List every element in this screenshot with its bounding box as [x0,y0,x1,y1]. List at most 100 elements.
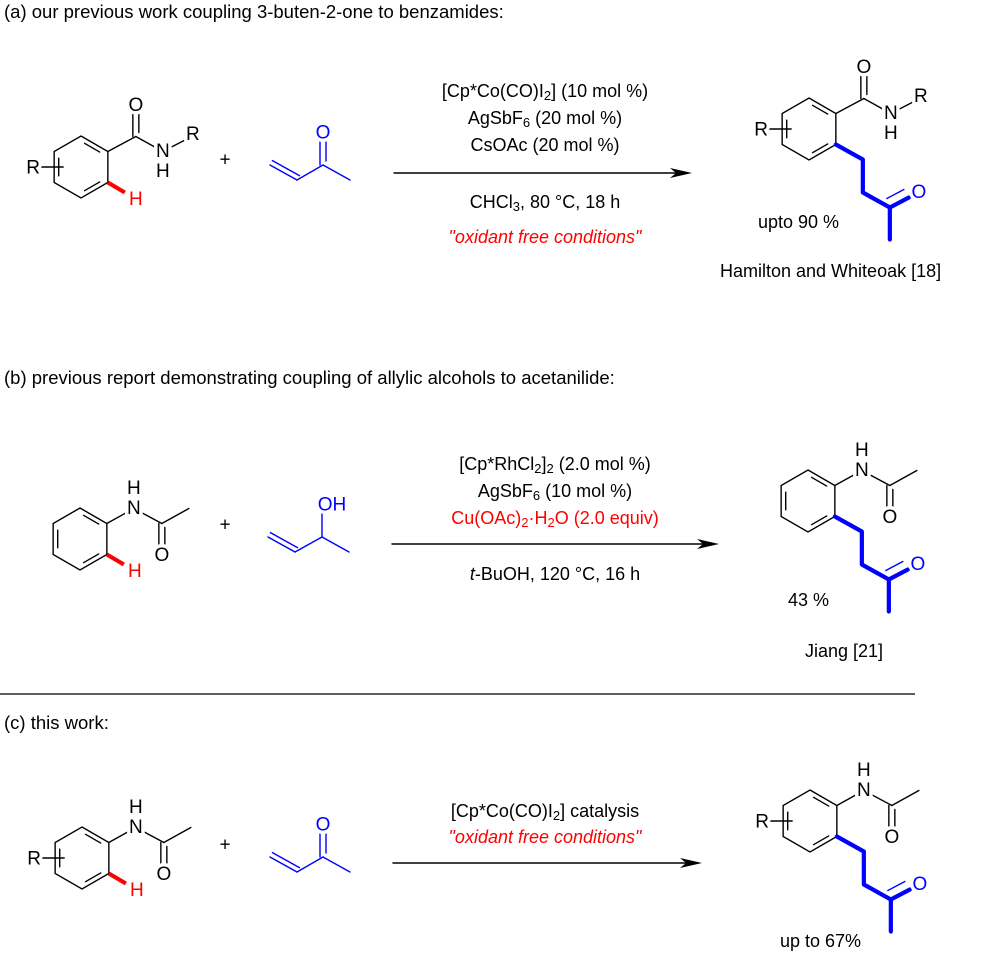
amide-hydrogen-label: H [857,760,871,781]
methyl-bond [322,856,351,873]
hydroxyl-label: OH [318,495,347,516]
butenone-reactant-a: O [269,119,351,181]
ketone-oxygen-label: O [911,182,926,203]
carbonyl-oxygen-label: O [154,545,169,566]
condition-above-c: [Cp*Co(CO)I2] catalysis [451,801,639,823]
vinyl-bond-second [271,159,301,177]
condition-text: (20 mol %) [530,108,622,128]
arrowhead-icon [697,539,719,549]
amide-nitrogen-label: N [857,780,871,801]
methyl-bond [889,469,918,487]
condition-above-c: "oxidant free conditions" [449,827,644,847]
amide-hydrogen-label: H [156,161,170,182]
bond [108,826,137,844]
ketone-oxygen-label: O [316,123,331,144]
condition-text: t [470,564,476,584]
condition-text: ] (10 mol %) [551,81,648,101]
methyl-bond [891,789,920,807]
arrowhead-icon [670,168,692,178]
condition-above-b: [Cp*RhCl2]2 (2.0 mol %) [459,454,651,476]
ketone-oxygen-label: O [910,554,925,575]
condition-text: [Cp*Co(CO)I [442,81,544,101]
ketone-oxygen-label: O [912,874,927,895]
condition-text: CsOAc (20 mol %) [470,135,619,155]
ring-double-bond [811,104,829,115]
ring-double-bond [811,143,829,154]
methyl-bond [161,507,190,525]
ch-bond-highlight [105,552,125,567]
benzene-ring [780,469,836,533]
condition-below-b: t-BuOH, 120 °C, 16 h [470,564,640,584]
ortho-h-label: H [129,189,143,210]
alkyl-chain-bond [833,142,892,210]
condition-text: ·H [528,508,547,528]
yield-a: upto 90 % [758,212,839,232]
subscript: 2 [547,515,554,530]
reference-b: Jiang [21] [805,641,883,661]
section-b-header: (b) previous report demonstrating coupli… [4,367,615,388]
bond [863,97,892,115]
methyl-bond [321,536,350,553]
bond [296,856,324,873]
subscript: 2 [521,515,528,530]
ring-double-bond [810,476,828,487]
ring-double-bond [84,833,102,844]
ortho-h-label: H [130,880,144,901]
ring-double-bond [810,515,828,526]
r-substituent-label: R [27,849,41,870]
amide-hydrogen-label: H [855,440,869,461]
arrowhead-icon [680,858,702,868]
bond [836,789,865,807]
ring-double-bond [812,835,830,846]
n-substituent-label: R [186,124,200,145]
r-substituent-label: R [26,158,40,179]
alkyl-chain-bond [834,834,893,902]
bond [861,469,891,487]
bond [106,507,135,525]
amide-hydrogen-label: H [127,478,141,499]
vinyl-bond [267,536,296,553]
vinyl-bond [269,856,298,873]
methyl-bond [322,164,351,181]
bond [834,469,863,487]
amide-hydrogen-label: H [129,797,143,818]
condition-text: (10 mol %) [540,481,632,501]
condition-text: [Cp*Co(CO)I [451,801,553,821]
yield-b: 43 % [788,590,829,610]
condition-text: O (2.0 equiv) [555,508,659,528]
amide-nitrogen-label: N [129,817,143,838]
n-r-bond [890,98,919,115]
bond [835,97,865,115]
reaction-arrow-c [392,858,702,868]
amide-hydrogen-label: H [884,123,898,144]
condition-text: Cu(OAc) [451,508,521,528]
condition-below-a: CHCl3, 80 °C, 18 h [470,192,621,214]
bond [135,135,164,153]
butenone-reactant-c: O [269,811,351,873]
ch-bond-highlight [106,180,126,195]
bond [863,789,893,807]
condition-text: AgSbF [478,481,533,501]
amide-nitrogen-label: N [127,498,141,519]
condition-below-a: "oxidant free conditions" [449,227,644,247]
n-r-bond [162,136,191,153]
methyl-bond [163,826,192,844]
alkyl-chain-bond [832,514,891,582]
condition-text: -BuOH, 120 °C, 16 h [475,564,640,584]
amide-nitrogen-label: N [156,141,170,162]
ortho-h-label: H [128,561,142,582]
amide-nitrogen-label: N [855,460,869,481]
ring-double-bond [812,796,830,807]
condition-text: [Cp*RhCl [459,454,534,474]
ketone-co-second-bond [886,188,905,200]
reference-a: Hamilton and Whiteoak [18] [720,261,941,281]
ketone-oxygen-label: O [316,815,331,836]
subscript: 2 [544,88,551,103]
condition-text: CHCl [470,192,513,212]
bond [135,826,165,844]
vinyl-bond-second [269,531,299,549]
